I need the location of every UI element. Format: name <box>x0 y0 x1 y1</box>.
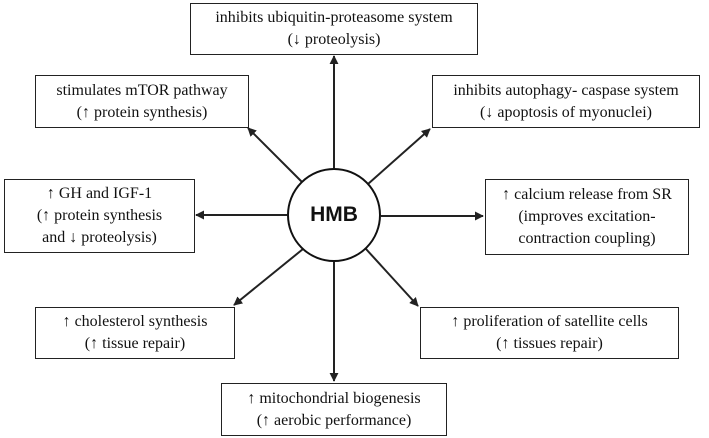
node-top: inhibits ubiquitin-proteasome system (↓ … <box>190 3 478 55</box>
node-upper-left: stimulates mTOR pathway (↑ protein synth… <box>35 75 249 128</box>
node-upper-left-line1: stimulates mTOR pathway <box>56 81 228 99</box>
node-lower-right-line1: ↑ proliferation of satellite cells <box>451 313 648 330</box>
arrow-to-upper-right <box>367 128 431 185</box>
node-upper-right-line1: inhibits autophagy- caspase system <box>453 81 679 99</box>
node-upper-right: inhibits autophagy- caspase system (↓ ap… <box>432 75 700 128</box>
node-upper-left-line2: (↑ protein synthesis) <box>76 103 208 121</box>
node-lower-left-line2: (↑ tissue repair) <box>84 335 186 352</box>
node-lower-left: ↑ cholesterol synthesis (↑ tissue repair… <box>35 307 235 359</box>
node-top-line2: (↓ proteolysis) <box>287 31 381 48</box>
node-right-line1: ↑ calcium release from SR <box>502 186 672 203</box>
node-right: ↑ calcium release from SR (improves exci… <box>485 179 689 255</box>
node-left-line2: (↑ protein synthesis <box>36 207 163 224</box>
node-upper-right-line2: (↓ apoptosis of myonuclei) <box>480 103 652 121</box>
node-lower-right-line2: (↑ tissues repair) <box>496 335 603 352</box>
node-left-line3: and ↓ proteolysis) <box>42 229 157 246</box>
node-bottom: ↑ mitochondrial biogenesis (↑ aerobic pe… <box>221 383 447 436</box>
node-lower-left-line1: ↑ cholesterol synthesis <box>62 313 208 330</box>
node-right-line3: contraction coupling) <box>518 230 656 247</box>
arrow-to-lower-left <box>233 248 304 306</box>
node-bottom-line2: (↑ aerobic performance) <box>256 411 412 429</box>
node-left: ↑ GH and IGF-1 (↑ protein synthesis and … <box>4 179 195 253</box>
node-bottom-line1: ↑ mitochondrial biogenesis <box>247 389 421 407</box>
arrow-to-lower-right <box>365 248 419 307</box>
arrow-to-upper-left <box>247 127 303 183</box>
node-lower-right: ↑ proliferation of satellite cells (↑ ti… <box>420 307 679 359</box>
node-right-line2: (improves excitation- <box>518 208 656 225</box>
node-top-line1: inhibits ubiquitin-proteasome system <box>215 9 453 26</box>
node-left-line1: ↑ GH and IGF-1 <box>46 185 153 202</box>
hmb-center-node: HMB <box>287 168 381 262</box>
